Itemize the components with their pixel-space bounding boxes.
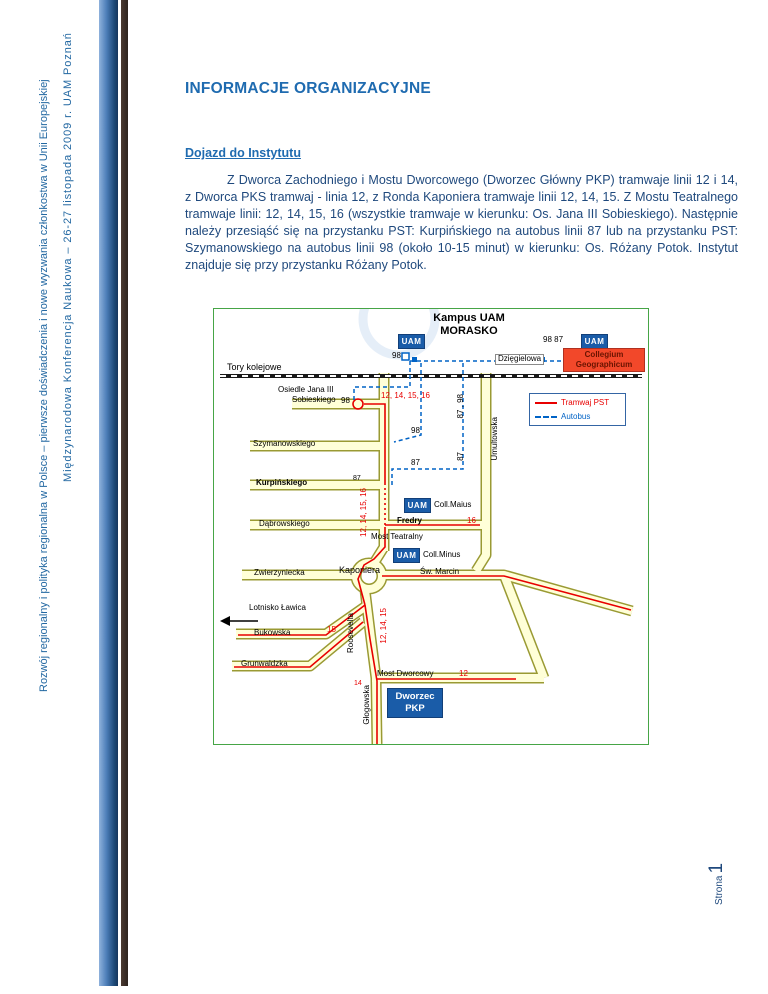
map-label-bus-98: 98: [411, 426, 420, 435]
page-number: Strona1: [706, 863, 728, 905]
bus-line-sample-icon: [535, 415, 557, 418]
map-label-tory-kolejowe: Tory kolejowe: [227, 362, 282, 372]
map-title-line1: Kampus UAM: [433, 312, 505, 324]
uam-logo-coll-maius: UAM: [404, 498, 431, 513]
map-label-bukowska: Bukowska: [254, 628, 291, 637]
campus-map: Kampus UAM MORASKO UAM UAM UAM UAM Colle…: [213, 308, 649, 745]
page-number-value: 1: [706, 862, 727, 874]
map-label-zwierzyniecka: Zwierzyniecka: [254, 568, 305, 577]
map-label-osiedle-line2: Sobieskiego: [292, 395, 336, 404]
uam-logo-top-left: UAM: [398, 334, 425, 349]
uam-logo-top-right: UAM: [581, 334, 608, 349]
sidebar-text-line2: Międzynarodowa Konferencja Naukowa – 26-…: [62, 32, 74, 482]
map-label-dziegielowa: Dzięgielowa: [495, 354, 545, 365]
map-label-coll-minus: Coll.Minus: [423, 550, 461, 559]
map-label-osiedle-line1: Osiedle Jana III: [278, 385, 334, 394]
map-label-tram-lines-roosevelta: 12, 14, 15: [379, 608, 388, 644]
campus-map-graphic: [220, 309, 642, 744]
map-label-glogowska: Głogowska: [362, 685, 371, 725]
map-label-tram-14: 14: [354, 680, 362, 687]
map-label-kurpinskiego: Kurpińskiego: [256, 478, 308, 487]
map-label-fredry: Fredry: [397, 516, 422, 525]
collegium-line2: Geographicum: [575, 360, 633, 369]
map-label-most-teatralny: Most Teatralny: [371, 532, 423, 541]
map-label-most-dworcowy: Most Dworcowy: [377, 669, 434, 678]
map-label-tram-12: 12: [459, 669, 468, 678]
map-label-sw-marcin: Św. Marcin: [420, 567, 460, 576]
sidebar-dark-bar: [121, 0, 128, 986]
map-label-kaponiera: Kaponiera: [339, 565, 381, 575]
section-heading: Dojazd do Instytutu: [185, 146, 301, 160]
map-legend: Tramwaj PST Autobus: [529, 393, 626, 426]
sidebar-gradient-bar: [99, 0, 118, 986]
map-label-grunwaldzka: Grunwaldzka: [241, 659, 288, 668]
map-label-tram-lines-pst: 12, 14, 15, 16: [359, 488, 368, 537]
tram-line-sample-icon: [535, 401, 557, 404]
map-label-tram-16: 16: [467, 516, 476, 525]
map-label-stop-87: 87: [353, 475, 361, 482]
uam-logo-coll-minus: UAM: [393, 548, 420, 563]
map-label-loop-98: 98: [341, 396, 350, 405]
map-label-dabrowskiego: Dąbrowskiego: [259, 519, 310, 528]
map-label-bus-87: 87: [411, 458, 420, 467]
collegium-geographicum-box: Collegium Geographicum: [563, 348, 645, 372]
map-label-szymanowskiego: Szymanowskiego: [253, 439, 316, 448]
map-label-umultowska: Umultowska: [490, 417, 499, 461]
map-label-tram-lines-top: 12, 14, 15, 16: [381, 391, 430, 400]
airport-arrow: [220, 616, 258, 626]
dworzec-pkp-box: Dworzec PKP: [387, 688, 443, 718]
map-label-coll-maius: Coll.Maius: [434, 500, 472, 509]
map-title-line2: MORASKO: [440, 325, 498, 337]
collegium-line1: Collegium: [584, 350, 624, 359]
body-paragraph: Z Dworca Zachodniego i Mostu Dworcowego …: [185, 173, 738, 272]
map-label-roosevelta: Roosevelta: [346, 613, 355, 654]
dworzec-line1: Dworzec: [395, 691, 435, 703]
legend-row-tram: Tramwaj PST: [535, 398, 620, 407]
watermark-circle: [358, 309, 440, 360]
strona-label: Strona: [714, 875, 725, 905]
legend-tram-label: Tramwaj PST: [561, 398, 610, 407]
legend-bus-label: Autobus: [561, 412, 591, 421]
legend-row-bus: Autobus: [535, 412, 620, 421]
map-label-tram-15: 15: [327, 625, 336, 634]
tram-loop-circle: [352, 398, 364, 410]
tram-lines: [234, 398, 632, 744]
map-label-bus-87-98: 87 , 98: [456, 394, 465, 419]
map-label-lotnisko-lawica: Lotnisko Ławica: [249, 603, 306, 612]
map-label-bus-87-vertical: 87: [456, 452, 465, 461]
sidebar-text-line1: Rozwój regionalny i polityka regionalna …: [38, 79, 50, 692]
page-title: INFORMACJE ORGANIZACYJNE: [185, 80, 431, 97]
map-label-stop-98-87: 98 87: [543, 335, 564, 344]
dworzec-line2: PKP: [405, 703, 425, 714]
map-label-stop-98: 98: [392, 351, 401, 360]
